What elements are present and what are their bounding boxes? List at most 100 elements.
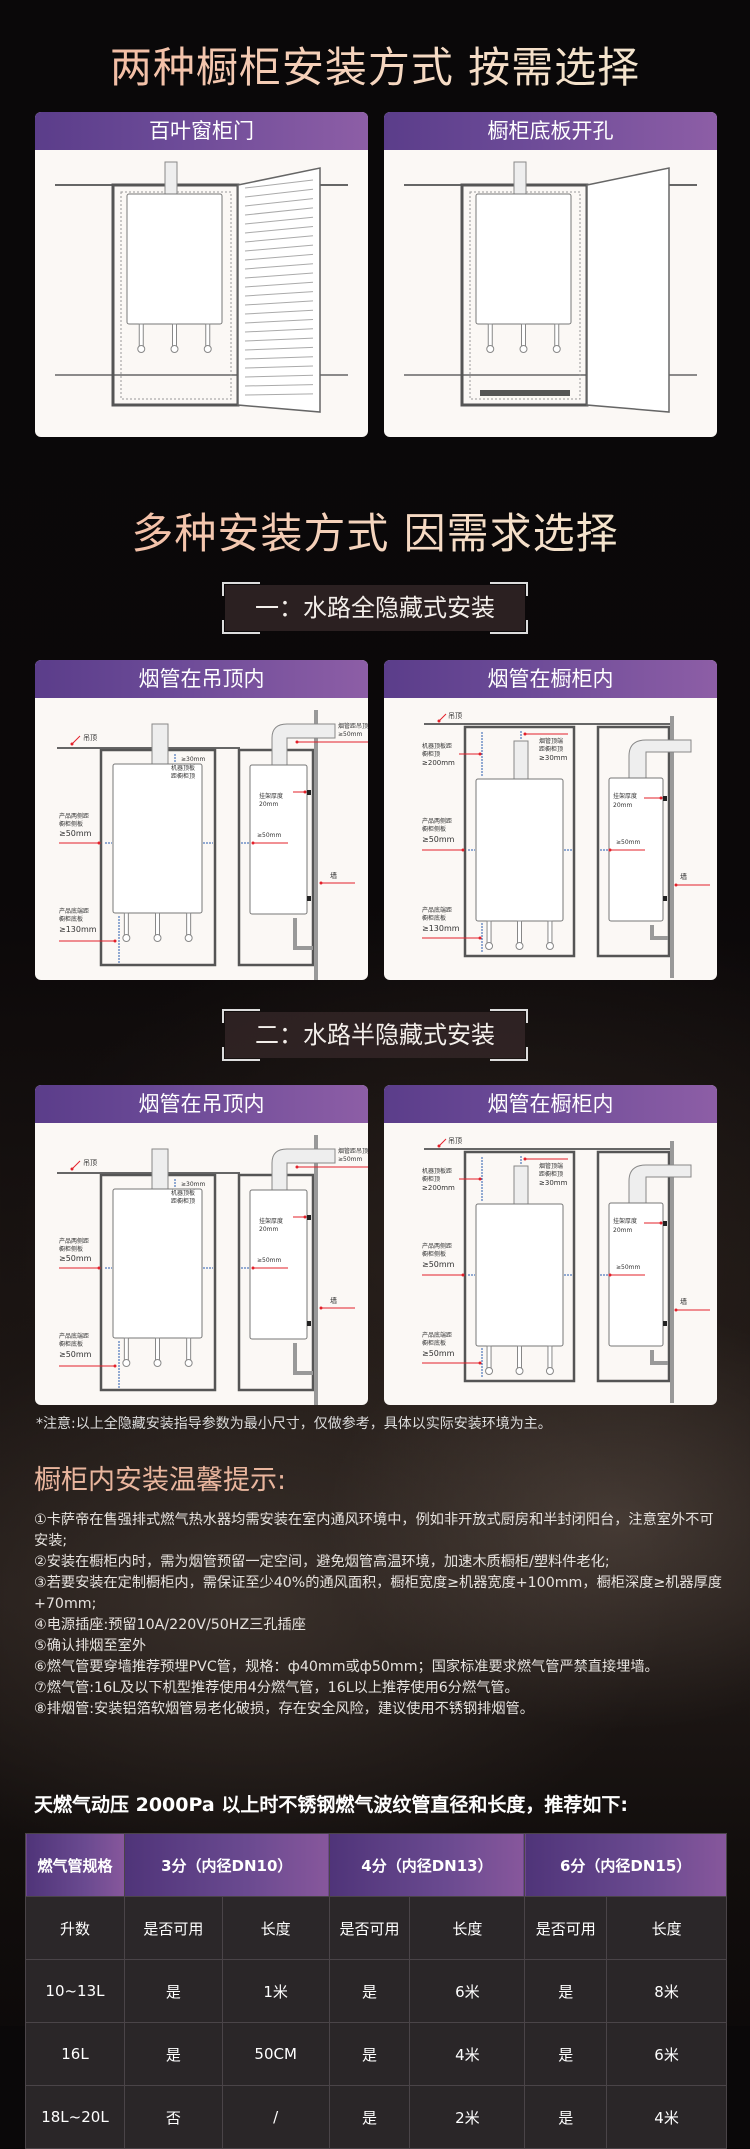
cabinet-inner	[469, 191, 581, 400]
diagram-label: 墙	[680, 1297, 687, 1306]
secondary-title-install-options: 多种安装方式 因需求选择	[0, 500, 750, 561]
wall	[670, 716, 674, 978]
louvre-slat	[244, 216, 314, 225]
diagram-label: ≥30mm	[181, 756, 206, 763]
diagram-svg: 吊顶机器顶板距橱柜顶≥200mm烟管顶端距橱柜顶≥30mm挂架厚度20mm≥50…	[422, 712, 710, 978]
bracket	[307, 790, 311, 795]
louvre-slat	[244, 328, 314, 333]
pointer-arrow-head	[113, 939, 117, 943]
bracket	[307, 1215, 311, 1220]
bracket	[663, 1321, 667, 1326]
pointer-arrow-head	[251, 1266, 255, 1270]
pointer-arrow-head	[319, 881, 323, 885]
pointer-arrow-head	[461, 1273, 465, 1277]
table-cell: /	[221, 2085, 330, 2149]
water-heater	[475, 1203, 564, 1347]
table-cell: 6米	[606, 2022, 727, 2086]
table-header-cell: 6分（内径DN15）	[524, 1833, 727, 1897]
diagram-label: 挂架厚度	[613, 792, 637, 800]
main-title-install-methods: 两种橱柜安装方式 按需选择	[0, 34, 750, 95]
diagram-label: 挂架厚度	[613, 1217, 637, 1225]
tips-list: ①卡萨帝在售强排式燃气热水器均需安装在室内通风环境中，例如非开放式厨房和半封闭阳…	[34, 1510, 724, 1720]
pointer-arrow	[71, 1160, 81, 1170]
louvre-slat	[244, 281, 314, 288]
table-cell: 是否可用	[123, 1896, 223, 1960]
diagram-label: 产品两侧距	[422, 1242, 452, 1250]
bottom-hole-diagram	[384, 150, 717, 432]
tip-item: ⑦燃气管:16L及以下机型推荐使用4分燃气管，16L以上推荐使用6分燃气管。	[34, 1680, 519, 1696]
section-label-text: 一：水路全隐藏式安装	[255, 594, 495, 622]
pipe-valve	[122, 934, 131, 942]
table-cell: 4米	[409, 2022, 526, 2086]
card-title: 烟管在吊顶内	[35, 660, 368, 698]
tip-item: ③若要安装在定制橱柜内，需保证至少40%的通风面积，橱柜宽度≥机器宽度+100m…	[34, 1575, 722, 1612]
flue-elbow	[271, 1148, 336, 1190]
diagram-label: ≥50mm	[59, 1350, 92, 1359]
louvre-slat	[244, 291, 314, 297]
pipe-valve	[170, 345, 179, 353]
drain-pipe	[650, 925, 668, 940]
diagram-svg: 吊顶≥30mm机器顶板距橱柜顶烟管距吊顶≥50mm挂架厚度20mm≥50mm墙产…	[57, 1135, 368, 1405]
diagram-label: ≥50mm	[59, 829, 92, 838]
pipe-valve	[153, 1359, 162, 1367]
flue-pipe	[164, 161, 178, 195]
diagram-label: ≥50mm	[257, 1257, 282, 1264]
diagram-label: 产品底端距	[59, 907, 89, 915]
table-subheader-row: 升数是否可用长度是否可用长度是否可用长度	[25, 1896, 727, 1960]
diagram-label: 产品两侧距	[422, 817, 452, 825]
diagram-label: 20mm	[613, 802, 632, 809]
diagram-label: 产品底端距	[422, 906, 452, 914]
flue-elbow	[628, 1164, 692, 1203]
pointer-arrow-head	[461, 848, 465, 852]
flue-pipe	[513, 161, 527, 195]
table-header-cell: 4分（内径DN13）	[328, 1833, 526, 1897]
diagram-svg: 吊顶机器顶板距橱柜顶≥200mm烟管顶端距橱柜顶≥30mm挂架厚度20mm≥50…	[422, 1137, 710, 1403]
diagram-label: ≥50mm	[422, 1260, 455, 1269]
diagram-label: 产品底端距	[422, 1331, 452, 1339]
diagram-label: 橱柜底板	[422, 1339, 446, 1347]
louvre-slat	[244, 198, 314, 207]
pointer-arrow-head	[659, 1221, 663, 1225]
table-cell: 是	[524, 1959, 608, 2023]
diagram-svg	[404, 161, 697, 413]
diagram-label: 挂架厚度	[259, 1217, 283, 1225]
louvre-slat	[244, 346, 314, 351]
table-cell: 是否可用	[328, 1896, 411, 1960]
table-cell: 是	[328, 2022, 411, 2086]
diagram-label: 吊顶	[83, 1159, 97, 1167]
table-cell: 长度	[606, 1896, 727, 1960]
flue-pipe	[151, 1148, 169, 1190]
louvre-slat	[244, 188, 314, 198]
water-pipe	[138, 323, 144, 347]
pointer-arrow-head	[303, 1215, 307, 1219]
pipe-valve	[552, 345, 561, 353]
diagram-label: 墙	[330, 871, 337, 880]
table-cell: 是	[524, 2022, 608, 2086]
water-pipe	[486, 1345, 492, 1369]
diagram-label: ≥30mm	[539, 754, 568, 762]
water-pipe	[186, 1337, 192, 1361]
water-pipe	[186, 912, 192, 936]
pipe-valve	[486, 345, 495, 353]
diagram-label: ≥50mm	[616, 1264, 641, 1271]
pointer-arrow-head	[478, 752, 482, 756]
louvre-slat	[244, 319, 314, 324]
pointer-arrow	[438, 1138, 447, 1147]
diagram-label: 产品底端距	[59, 1332, 89, 1340]
diagram-label: 机器顶板距	[422, 742, 452, 750]
diagram-label: 距橱柜顶	[539, 745, 563, 753]
diagram-label: 橱柜顶	[422, 1175, 440, 1183]
gas-pipe-table: 燃气管规格 3分（内径DN10） 4分（内径DN13） 6分（内径DN15） 升…	[25, 1833, 727, 2149]
bracket	[663, 1221, 667, 1226]
pointer-arrow-head	[478, 936, 482, 940]
pointer-arrow-head	[295, 740, 299, 744]
tip-item: ⑧排烟管:安装铝箔软烟管易老化破损，存在安全风险，建议使用不锈钢排烟管。	[34, 1701, 534, 1717]
cabinet-frame	[596, 1150, 671, 1383]
diagram-label: ≥30mm	[539, 1179, 568, 1187]
diagram-label: ≥130mm	[59, 925, 97, 934]
cabinet-frame	[463, 1150, 576, 1383]
water-pipe	[521, 323, 526, 347]
